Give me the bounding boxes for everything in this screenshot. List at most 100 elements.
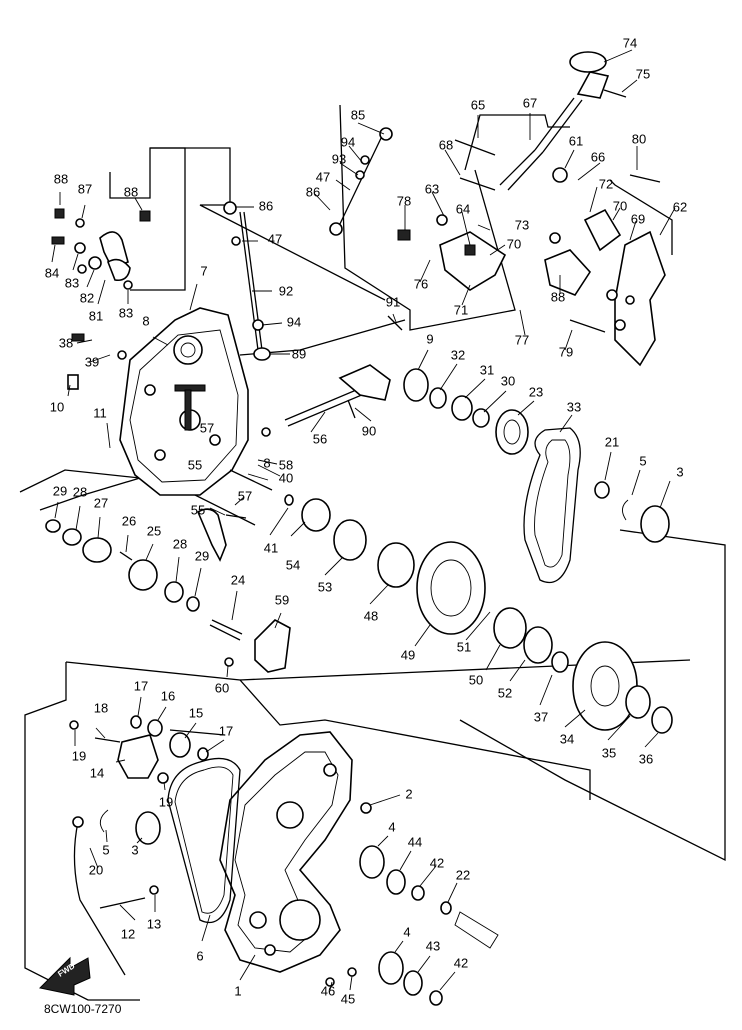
callout-17: 17 — [219, 723, 233, 738]
callout-72: 72 — [599, 176, 613, 191]
callout-4: 4 — [388, 819, 395, 834]
callout-53: 53 — [318, 579, 332, 594]
fwd-arrow-icon: FWD — [38, 956, 91, 996]
callout-14: 14 — [90, 765, 104, 780]
callout-70: 70 — [507, 236, 521, 251]
callout-68: 68 — [439, 137, 453, 152]
shift-shaft — [284, 315, 403, 427]
callout-92: 92 — [279, 283, 293, 298]
callout-86: 86 — [306, 184, 320, 199]
callout-69: 69 — [631, 211, 645, 226]
callout-91: 91 — [386, 294, 400, 309]
callout-37: 37 — [534, 709, 548, 724]
lower-case-housing — [219, 731, 353, 973]
callout-2: 2 — [405, 786, 412, 801]
clutch-cover-housing — [119, 307, 249, 496]
callout-85: 85 — [351, 107, 365, 122]
callout-3: 3 — [676, 464, 683, 479]
callout-32: 32 — [451, 347, 465, 362]
callout-94: 94 — [287, 314, 301, 329]
callout-28: 28 — [173, 536, 187, 551]
callout-27: 27 — [94, 495, 108, 510]
callout-78: 78 — [397, 193, 411, 208]
callout-74: 74 — [623, 35, 637, 50]
shift-lever — [499, 51, 627, 191]
callout-8: 8 — [142, 313, 149, 328]
callout-90: 90 — [362, 423, 376, 438]
callout-77: 77 — [515, 332, 529, 347]
callout-84: 84 — [45, 265, 59, 280]
callout-70: 70 — [613, 198, 627, 213]
callout-8: 8 — [263, 455, 270, 470]
callout-36: 36 — [639, 751, 653, 766]
callout-29: 29 — [195, 548, 209, 563]
callout-63: 63 — [425, 181, 439, 196]
callout-89: 89 — [292, 346, 306, 361]
callout-76: 76 — [414, 276, 428, 291]
callout-47: 47 — [316, 169, 330, 184]
callout-52: 52 — [498, 685, 512, 700]
lower-left-parts — [69, 715, 209, 976]
callout-81: 81 — [89, 308, 103, 323]
callout-39: 39 — [85, 354, 99, 369]
callout-48: 48 — [364, 608, 378, 623]
callout-88: 88 — [551, 289, 565, 304]
callout-22: 22 — [456, 867, 470, 882]
callout-1: 1 — [234, 983, 241, 998]
drive-chain — [523, 427, 581, 584]
callout-26: 26 — [122, 513, 136, 528]
callout-20: 20 — [89, 862, 103, 877]
callout-29: 29 — [53, 483, 67, 498]
callout-57: 57 — [238, 488, 252, 503]
callout-16: 16 — [161, 688, 175, 703]
callout-5: 5 — [639, 453, 646, 468]
callout-82: 82 — [80, 290, 94, 305]
callout-57: 57 — [200, 420, 214, 435]
callout-75: 75 — [636, 66, 650, 81]
callout-numbers: 1 2 3 3 4 4 5 5 6 7 8 8 9 10 11 12 13 14… — [45, 35, 687, 1006]
callout-55: 55 — [188, 457, 202, 472]
callout-7: 7 — [200, 263, 207, 278]
callout-58: 58 — [279, 457, 293, 472]
callout-19: 19 — [72, 748, 86, 763]
callout-21: 21 — [605, 434, 619, 449]
callout-28: 28 — [73, 484, 87, 499]
callout-4: 4 — [403, 924, 410, 939]
callout-51: 51 — [457, 639, 471, 654]
callout-43: 43 — [426, 938, 440, 953]
leader-lines — [51, 49, 676, 991]
diagram-code: 8CW100-7270 — [44, 1002, 122, 1016]
callout-79: 79 — [559, 344, 573, 359]
callout-15: 15 — [189, 705, 203, 720]
callout-9: 9 — [426, 331, 433, 346]
callout-5: 5 — [102, 842, 109, 857]
callout-42: 42 — [430, 855, 444, 870]
callout-93: 93 — [332, 151, 346, 166]
callout-47: 47 — [268, 231, 282, 246]
callout-31: 31 — [480, 362, 494, 377]
callout-45: 45 — [341, 991, 355, 1006]
callout-17: 17 — [134, 678, 148, 693]
callout-23: 23 — [529, 384, 543, 399]
callout-13: 13 — [147, 916, 161, 931]
left-gear-parts — [45, 427, 291, 673]
callout-50: 50 — [469, 672, 483, 687]
callout-44: 44 — [408, 834, 422, 849]
callout-88: 88 — [124, 184, 138, 199]
callout-64: 64 — [456, 201, 470, 216]
callout-54: 54 — [286, 557, 300, 572]
callout-10: 10 — [50, 399, 64, 414]
callout-34: 34 — [560, 731, 574, 746]
callout-6: 6 — [196, 948, 203, 963]
callout-56: 56 — [313, 431, 327, 446]
callout-83: 83 — [119, 305, 133, 320]
callout-65: 65 — [471, 97, 485, 112]
callout-67: 67 — [523, 95, 537, 110]
callout-12: 12 — [121, 926, 135, 941]
callout-71: 71 — [454, 302, 468, 317]
callout-59: 59 — [275, 592, 289, 607]
callout-49: 49 — [401, 647, 415, 662]
callout-80: 80 — [632, 131, 646, 146]
callout-11: 11 — [93, 405, 107, 420]
pushrod-assembly — [223, 201, 271, 361]
